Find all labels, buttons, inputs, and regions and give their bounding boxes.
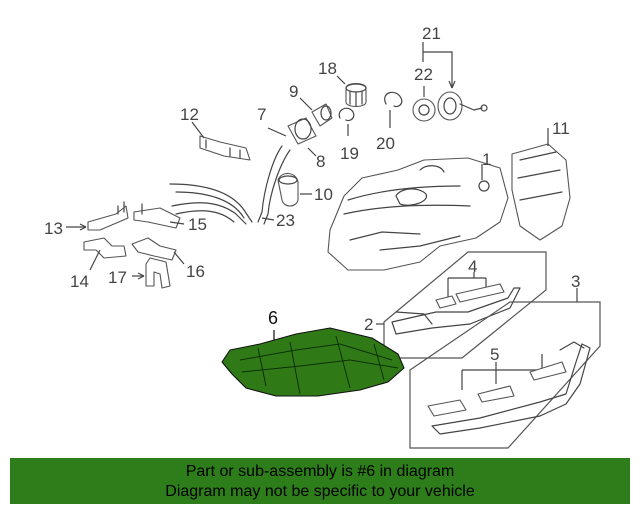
callout-5: 5	[490, 345, 499, 364]
callout-21: 21	[422, 24, 441, 43]
callout-23: 23	[276, 211, 295, 230]
parts-diagram: 1 2 3 4 5 6 7 8 9 10 11 12 13 14 15 16 1…	[44, 24, 601, 449]
panel-3	[409, 288, 601, 449]
callout-6: 6	[268, 308, 278, 328]
callout-14: 14	[70, 272, 89, 291]
callout-15: 15	[188, 215, 207, 234]
callout-8: 8	[316, 152, 325, 171]
callout-12: 12	[180, 105, 199, 124]
part-5-pads	[427, 354, 567, 417]
callout-4: 4	[468, 257, 477, 276]
callout-22: 22	[414, 65, 433, 84]
callout-7: 7	[257, 105, 266, 124]
callout-19: 19	[340, 144, 359, 163]
part-13-bracket	[66, 201, 129, 231]
part-14-bracket	[83, 237, 127, 271]
callout-11: 11	[552, 119, 570, 138]
part-6-under-cover	[221, 327, 405, 397]
part-10-hose	[277, 172, 312, 207]
callout-18: 18	[318, 59, 337, 78]
callout-2: 2	[364, 315, 373, 334]
callout-20: 20	[376, 134, 395, 153]
callout-3: 3	[571, 272, 580, 291]
callout-1: 1	[482, 150, 491, 169]
part-11-shield	[511, 128, 571, 241]
part-23-filler-pipe	[169, 145, 291, 225]
callout-9: 9	[289, 82, 298, 101]
banner-line-1: Part or sub-assembly is #6 in diagram	[185, 463, 455, 480]
banner-line-2: Diagram may not be specific to your vehi…	[165, 483, 475, 500]
panel-2	[376, 251, 547, 359]
callout-10: 10	[314, 185, 333, 204]
part-12-bracket	[191, 121, 251, 161]
part-16-bracket	[131, 237, 185, 265]
part-20-clamp	[384, 91, 403, 128]
part-4-pads	[435, 272, 505, 309]
info-banner: Part or sub-assembly is #6 in diagram Di…	[10, 458, 630, 504]
part-9-grommet	[299, 97, 333, 127]
part-1-fuel-tank	[327, 157, 509, 271]
part-17-bracket	[132, 257, 171, 289]
part-15-bracket	[133, 203, 185, 229]
part-19-clamp	[338, 107, 355, 136]
callout-17: 17	[108, 268, 127, 287]
callout-13: 13	[44, 219, 63, 238]
callout-16: 16	[186, 262, 205, 281]
part-7-8-inlet	[267, 117, 317, 157]
part-21-fuel-cap	[437, 91, 488, 121]
part-21-22-group	[412, 42, 488, 122]
part-18-plug	[336, 75, 367, 108]
part-22-gasket	[412, 86, 436, 122]
